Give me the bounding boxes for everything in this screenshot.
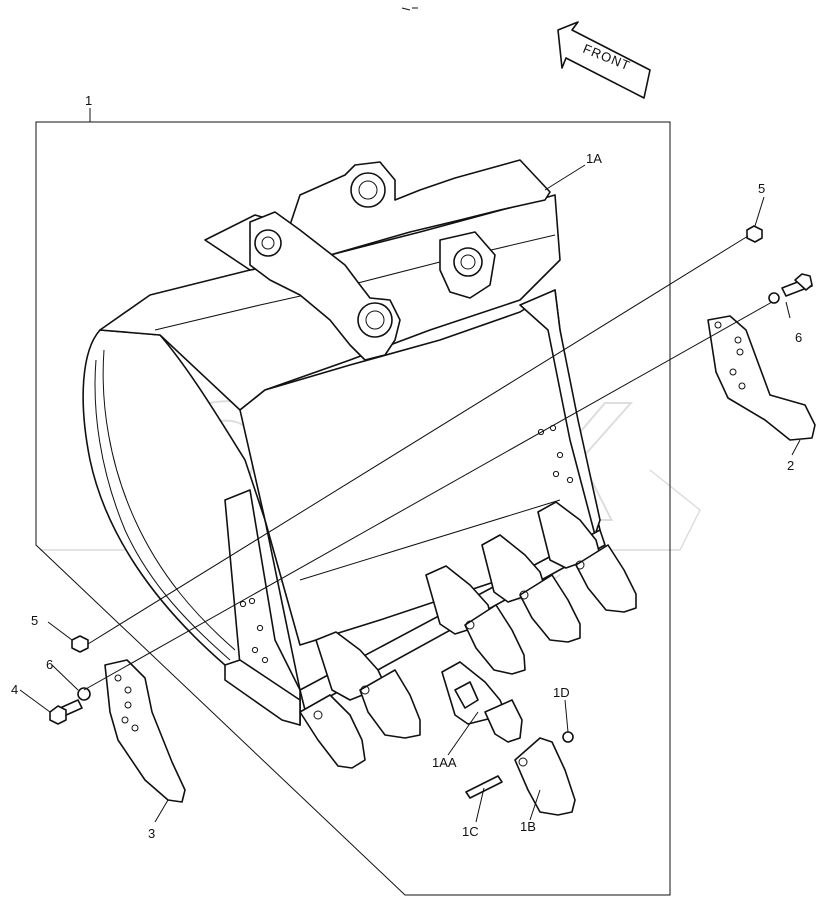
bucket-teeth <box>299 501 637 769</box>
callout-1C: 1C <box>462 824 479 839</box>
left-cutting-edge <box>224 659 301 726</box>
side-cutter-2 <box>707 315 816 441</box>
washer-6-left <box>77 687 91 701</box>
hardware-left <box>49 635 91 725</box>
tooth-1 <box>299 631 386 769</box>
tooth-assembly-1AA <box>441 661 523 743</box>
washer-6-right <box>768 292 780 304</box>
hinge-brackets <box>204 159 551 361</box>
side-cutter-3 <box>104 659 186 803</box>
callout-3: 3 <box>148 826 155 841</box>
callout-6-left: 6 <box>46 657 53 672</box>
callout-6-right: 6 <box>795 330 802 345</box>
tooth-5 <box>537 501 637 613</box>
right-side-plate <box>519 289 601 536</box>
callout-1A: 1A <box>586 151 602 166</box>
hardware-right <box>746 225 813 304</box>
nut-5-left <box>71 635 89 653</box>
front-arrow-icon: FRONT <box>557 21 651 99</box>
pin-1C <box>465 775 503 799</box>
frame-outline <box>35 121 671 896</box>
bolt-4-right <box>781 273 813 297</box>
top-mark <box>401 7 418 11</box>
callout-5-left: 5 <box>31 613 38 628</box>
leader-lines <box>19 108 801 823</box>
callout-1: 1 <box>85 93 92 108</box>
side-strip-holes <box>239 424 574 664</box>
nut-5-right <box>746 225 763 243</box>
tooth-4 <box>481 534 581 643</box>
callout-labels: 1 1A 1AA 1B 1C 1D 2 3 4 5 5 6 6 <box>11 93 802 841</box>
callout-1B: 1B <box>520 819 536 834</box>
callout-2: 2 <box>787 458 794 473</box>
tooth-3 <box>425 565 526 675</box>
callout-1AA: 1AA <box>432 755 457 770</box>
bolt-4-left <box>49 699 83 725</box>
adapter-1B <box>514 737 576 816</box>
retainer-1D <box>562 731 574 743</box>
callout-4: 4 <box>11 682 18 697</box>
callout-1D: 1D <box>553 685 570 700</box>
callout-5-right: 5 <box>758 181 765 196</box>
tooth-2 <box>359 669 421 739</box>
